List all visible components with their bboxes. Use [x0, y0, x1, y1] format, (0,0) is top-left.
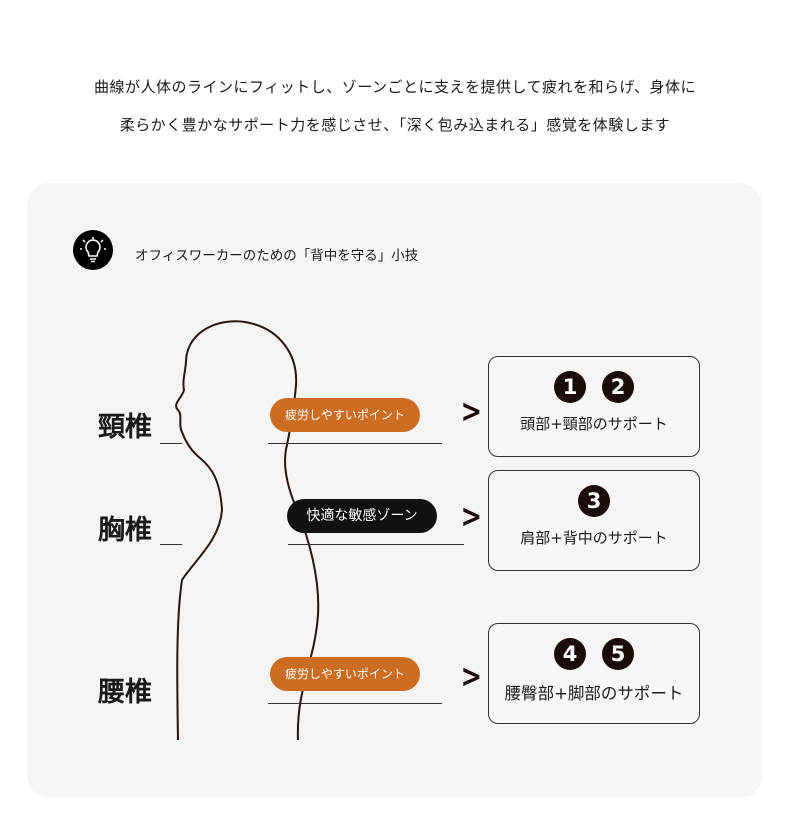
number-badge: 3 — [578, 485, 610, 517]
support-box-shoulder-back: 3 肩部+背中のサポート — [488, 470, 700, 571]
support-label: 肩部+背中のサポート — [520, 529, 668, 547]
number-badge: 1 — [554, 371, 586, 403]
divider — [160, 544, 182, 545]
vertebra-label-cervical: 頸椎 — [98, 412, 152, 443]
divider — [268, 443, 442, 444]
divider — [288, 544, 464, 545]
lightbulb-icon — [73, 230, 113, 270]
number-badge: 2 — [602, 371, 634, 403]
intro-line-1: 曲線が人体のラインにフィットし、ゾーンごとに支えを提供して疲れを和らげ、身体に — [94, 78, 696, 96]
fatigue-point-pill: 疲労しやすいポイント — [270, 398, 420, 432]
intro-line-2: 柔らかく豊かなサポート力を感じさせ、「深く包み込まれる」感覚を体験します — [119, 116, 671, 134]
number-badge: 5 — [602, 638, 634, 670]
support-label: 腰臀部+脚部のサポート — [504, 684, 684, 703]
comfort-zone-pill: 快適な敏感ゾーン — [287, 499, 437, 533]
chevron-right-icon: > — [460, 657, 483, 695]
divider — [268, 703, 442, 704]
support-label: 頭部+頸部のサポート — [520, 415, 668, 433]
number-badge: 4 — [554, 638, 586, 670]
fatigue-point-pill: 疲労しやすいポイント — [270, 657, 420, 691]
vertebra-label-lumbar: 腰椎 — [98, 677, 152, 708]
divider — [160, 443, 182, 444]
chevron-right-icon: > — [460, 497, 483, 535]
chevron-right-icon: > — [460, 392, 483, 430]
vertebra-label-thoracic: 胸椎 — [98, 515, 152, 546]
tip-title: オフィスワーカーのための「背中を守る」小技 — [135, 248, 419, 264]
